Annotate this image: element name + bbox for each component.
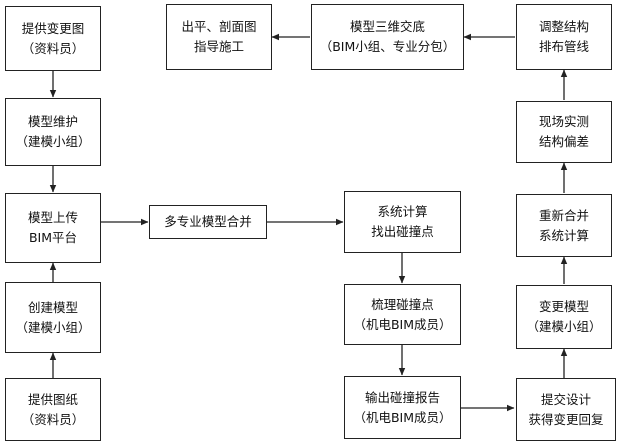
node-line2: 结构偏差 <box>538 134 589 149</box>
node-model-3d-handover: 模型三维交底 （BIM小组、专业分包） <box>311 4 464 70</box>
node-line2: （资料员） <box>21 411 85 427</box>
node-sort-collisions: 梳理碰撞点 （机电BIM成员） <box>344 284 461 345</box>
node-system-calc: 系统计算 找出碰撞点 <box>344 191 461 253</box>
node-line2: （建模小组） <box>15 319 91 335</box>
node-line2: 指导施工 <box>193 39 244 54</box>
node-provide-change-drawing: 提供变更图 （资料员） <box>5 6 101 71</box>
node-line2: 获得变更回复 <box>528 411 604 427</box>
node-line1: 模型三维交底 <box>349 19 425 34</box>
node-provide-drawings: 提供图纸 （资料员） <box>5 378 101 441</box>
node-submit-design: 提交设计 获得变更回复 <box>516 378 616 441</box>
node-line1: 模型上传 <box>27 210 78 225</box>
node-line1: 提供图纸 <box>27 391 78 407</box>
node-line1: 变更模型 <box>538 299 589 314</box>
node-adjust-layout: 调整结构 排布管线 <box>516 4 612 70</box>
node-line1: 系统计算 <box>377 204 428 219</box>
node-line1: 模型维护 <box>27 114 78 129</box>
node-line2: BIM平台 <box>28 230 78 245</box>
node-line1: 提供变更图 <box>21 20 85 36</box>
node-line2: 找出碰撞点 <box>371 224 434 239</box>
node-line1: 现场实测 <box>538 114 589 129</box>
node-line1: 创建模型 <box>27 299 78 315</box>
node-line1: 重新合并 <box>538 207 589 223</box>
node-line2: 排布管线 <box>538 39 589 54</box>
node-line1: 多专业模型合并 <box>164 214 252 229</box>
node-line2: （资料员） <box>21 40 85 56</box>
node-output-report: 输出碰撞报告 （机电BIM成员） <box>344 376 461 439</box>
node-change-model: 变更模型 （建模小组） <box>516 285 612 349</box>
node-line1: 出平、剖面图 <box>181 19 257 34</box>
node-line2: （机电BIM成员） <box>353 316 452 332</box>
node-merge-recalc: 重新合并 系统计算 <box>516 194 612 257</box>
node-multi-discipline-merge: 多专业模型合并 <box>149 205 267 239</box>
node-line1: 梳理碰撞点 <box>371 296 434 312</box>
node-model-maintenance: 模型维护 （建模小组） <box>5 98 101 166</box>
node-line1: 提交设计 <box>540 391 591 407</box>
node-line1: 调整结构 <box>538 19 589 34</box>
node-line2: 系统计算 <box>538 227 589 243</box>
node-line2: （建模小组） <box>15 134 91 149</box>
node-create-model: 创建模型 （建模小组） <box>5 282 101 353</box>
node-site-survey: 现场实测 结构偏差 <box>516 101 612 163</box>
node-line2: （BIM小组、专业分包） <box>319 39 456 54</box>
node-line1: 输出碰撞报告 <box>364 389 440 405</box>
node-section-drawings: 出平、剖面图 指导施工 <box>166 4 272 70</box>
node-line2: （机电BIM成员） <box>353 409 452 425</box>
node-line2: （建模小组） <box>526 319 602 334</box>
node-model-upload: 模型上传 BIM平台 <box>5 193 101 263</box>
